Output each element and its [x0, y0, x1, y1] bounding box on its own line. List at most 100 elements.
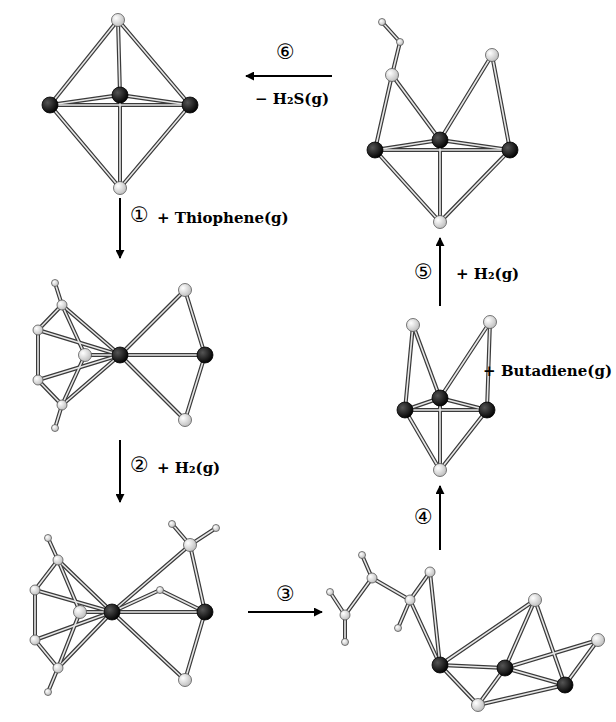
bond-highlight: [50, 95, 120, 105]
metal-atom: [367, 142, 383, 158]
bond-stick: [185, 612, 205, 680]
bond-stick: [62, 355, 120, 405]
bond-highlight: [112, 611, 205, 613]
bond-highlight: [410, 600, 440, 665]
sulfur-atom: [179, 414, 192, 427]
bond-stick: [118, 95, 122, 188]
sulfur-atom: [112, 14, 125, 27]
carbon-atom: [33, 325, 43, 335]
bond-stick: [535, 600, 565, 685]
cluster-structure: [367, 19, 518, 229]
reaction-label: + H₂(g): [157, 459, 220, 477]
bond-highlight: [112, 545, 190, 612]
carbon-atom: [30, 585, 40, 595]
bond-highlight: [375, 140, 440, 150]
bond-highlight: [440, 410, 487, 470]
bond-highlight: [440, 150, 510, 222]
bond-stick: [118, 20, 190, 105]
sulfur-atom: [592, 634, 605, 647]
bond-stick: [375, 150, 440, 222]
bond-highlight: [120, 105, 190, 188]
metal-atom: [432, 657, 448, 673]
reaction-arrow: [248, 611, 322, 613]
bond-highlight: [405, 409, 487, 411]
bond-stick: [392, 75, 440, 140]
bond-highlight: [58, 612, 112, 668]
hydrogen-atom: [395, 625, 402, 632]
sulfur-atom: [434, 216, 447, 229]
hydrogen-atom: [52, 280, 59, 287]
bond-highlight: [34, 590, 36, 640]
bond-stick: [438, 398, 442, 470]
carbon-atom: [405, 595, 415, 605]
bond-highlight: [440, 322, 490, 398]
cluster-structure: [30, 521, 220, 696]
bond-highlight: [62, 355, 120, 405]
hydrogen-atom: [213, 525, 220, 532]
bond-highlight: [440, 665, 505, 668]
bond-highlight: [478, 685, 565, 705]
bond-stick: [58, 560, 80, 612]
cluster-structure: [33, 280, 213, 432]
bond-highlight: [119, 95, 121, 188]
hydrogen-atom: [327, 589, 334, 596]
bond-stick: [405, 410, 440, 470]
hydrogen-atom: [379, 19, 386, 26]
carbon-atom: [57, 400, 67, 410]
sulfur-atom: [114, 182, 127, 195]
bond-highlight: [35, 640, 58, 668]
metal-atom: [432, 132, 448, 148]
sulfur-atom: [472, 699, 485, 712]
hydrogen-atom: [45, 689, 52, 696]
bond-stick: [58, 612, 112, 668]
bond-stick: [413, 325, 440, 398]
bond-highlight: [190, 545, 205, 612]
step-number: ⑥: [276, 42, 295, 63]
bond-stick: [50, 105, 120, 188]
reaction-label: + Thiophene(g): [157, 209, 289, 227]
carbon-atom: [57, 300, 67, 310]
bond-highlight: [38, 355, 120, 380]
metal-atom: [557, 677, 573, 693]
bond-stick: [440, 150, 510, 222]
hydrogen-atom: [52, 425, 59, 432]
bond-highlight: [118, 20, 120, 95]
bond-stick: [440, 322, 490, 398]
bond-highlight: [375, 75, 392, 150]
bond-highlight: [505, 640, 598, 668]
metal-atom: [497, 660, 513, 676]
bond-stick: [372, 578, 410, 600]
bond-highlight: [112, 612, 185, 680]
step-number: ①: [130, 205, 149, 226]
bond-stick: [375, 75, 392, 150]
bond-stick: [185, 355, 205, 420]
bond-stick: [112, 612, 185, 680]
sulfur-atom: [79, 349, 92, 362]
bond-stick: [440, 410, 487, 470]
reaction-arrow: [119, 440, 121, 502]
bond-highlight: [345, 578, 372, 615]
bond-highlight: [37, 330, 39, 380]
metal-atom: [42, 97, 58, 113]
sulfur-atom: [407, 319, 420, 332]
bond-stick: [505, 640, 598, 668]
sulfur-atom: [434, 464, 447, 477]
bond-stick: [35, 560, 58, 590]
hydrogen-atom: [359, 552, 366, 559]
bond-highlight: [405, 325, 413, 410]
bond-stick: [112, 545, 190, 612]
carbon-atom: [30, 635, 40, 645]
sulfur-atom: [179, 284, 192, 297]
bond-stick: [430, 572, 440, 665]
carbon-atom: [340, 610, 350, 620]
bond-highlight: [35, 590, 112, 612]
metal-atom: [182, 97, 198, 113]
metal-atom: [104, 604, 120, 620]
bond-highlight: [492, 55, 510, 150]
metal-atom: [112, 347, 128, 363]
bond-highlight: [439, 140, 441, 222]
bond-stick: [405, 408, 487, 412]
